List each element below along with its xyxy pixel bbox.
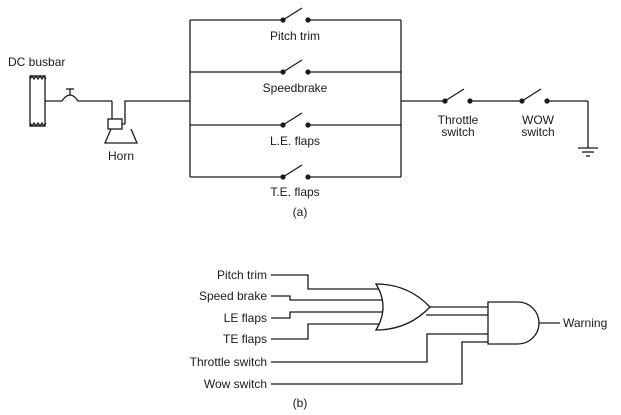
caption-b: (b) [293,396,308,410]
and-gate [487,301,560,345]
horn-icon [104,100,190,144]
warning-output-label: Warning [563,316,607,330]
caption-a: (a) [293,205,308,219]
wow-switch-label-line1: WOW [522,113,555,127]
dc-busbar-label: DC busbar [8,55,65,69]
te-flaps-switch [280,164,311,180]
input-label-pitch-trim: Pitch trim [217,268,267,282]
input-label-wow-switch: Wow switch [204,377,267,391]
ground-icon [578,101,598,157]
pitch-trim-switch [280,7,311,23]
le-flaps-switch [280,112,311,128]
pitch-trim-label: Pitch trim [270,29,320,43]
horn-label: Horn [108,149,134,163]
wow-switch [519,88,550,104]
input-label-throttle-switch: Throttle switch [190,355,267,369]
speedbrake-label: Speedbrake [263,81,328,95]
throttle-switch [442,88,473,104]
circuit-breaker [45,88,112,102]
wow-switch-label-line2: switch [521,125,554,139]
input-wiring [271,274,490,385]
speedbrake-switch [280,59,311,75]
dc-busbar [29,74,47,128]
input-label-le-flaps: LE flaps [224,311,267,325]
input-label-speed-brake: Speed brake [199,289,267,303]
le-flaps-label: L.E. flaps [270,134,320,148]
logic-b: Pitch trim Speed brake LE flaps TE flaps… [190,268,608,410]
or-gate [374,283,431,331]
te-flaps-label: T.E. flaps [270,185,319,199]
parallel-branch [189,19,402,178]
throttle-switch-label-line1: Throttle [438,113,479,127]
circuit-a: DC busbar Horn [8,7,598,219]
throttle-switch-label-line2: switch [441,125,474,139]
input-label-te-flaps: TE flaps [223,332,267,346]
